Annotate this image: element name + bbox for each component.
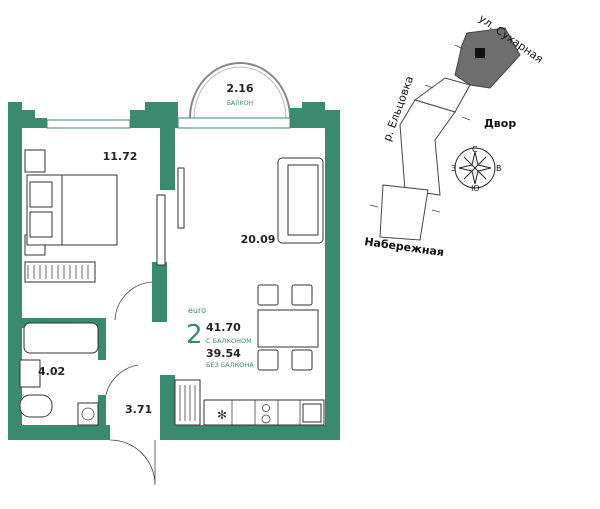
apartment-summary: euro 2 41.70 С БАЛКОНОМ 39.54 БЕЗ БАЛКОН… [186, 306, 254, 369]
compass-north: С [472, 145, 478, 154]
bathroom-area: 4.02 [38, 365, 65, 378]
compass-west: З [451, 164, 456, 173]
living-area: 20.09 [241, 233, 276, 246]
compass-east: В [496, 164, 502, 173]
compass-icon: С В Ю З [451, 145, 502, 193]
bedroom-area: 11.72 [103, 150, 138, 163]
bedroom-furniture: 11.72 [24, 149, 185, 321]
yard-label: Двор [484, 117, 516, 130]
apartment-type: euro [188, 306, 206, 315]
freezer-icon: ✻ [217, 408, 227, 422]
balcony-area: 2.16 [226, 82, 253, 95]
balcony-label: БАЛКОН [227, 100, 253, 107]
total-with-balcony: 41.70 [206, 321, 241, 334]
bathroom-furniture: 4.02 3.71 [19, 322, 156, 486]
without-balcony-label: БЕЗ БАЛКОНА [206, 361, 254, 369]
total-without-balcony: 39.54 [206, 347, 241, 360]
balcony: 2.16 БАЛКОН [189, 62, 291, 119]
living-furniture: 20.09 [241, 157, 324, 371]
rooms-count: 2 [186, 320, 203, 350]
compass-south: Ю [471, 184, 480, 193]
walls [8, 102, 340, 440]
hall-area: 3.71 [125, 403, 152, 416]
site-plan: ул. Сухарная р. Ельцовка Двор Набережная… [364, 12, 546, 259]
with-balcony-label: С БАЛКОНОМ [206, 337, 252, 345]
kitchen-furniture: ✻ [174, 379, 325, 426]
